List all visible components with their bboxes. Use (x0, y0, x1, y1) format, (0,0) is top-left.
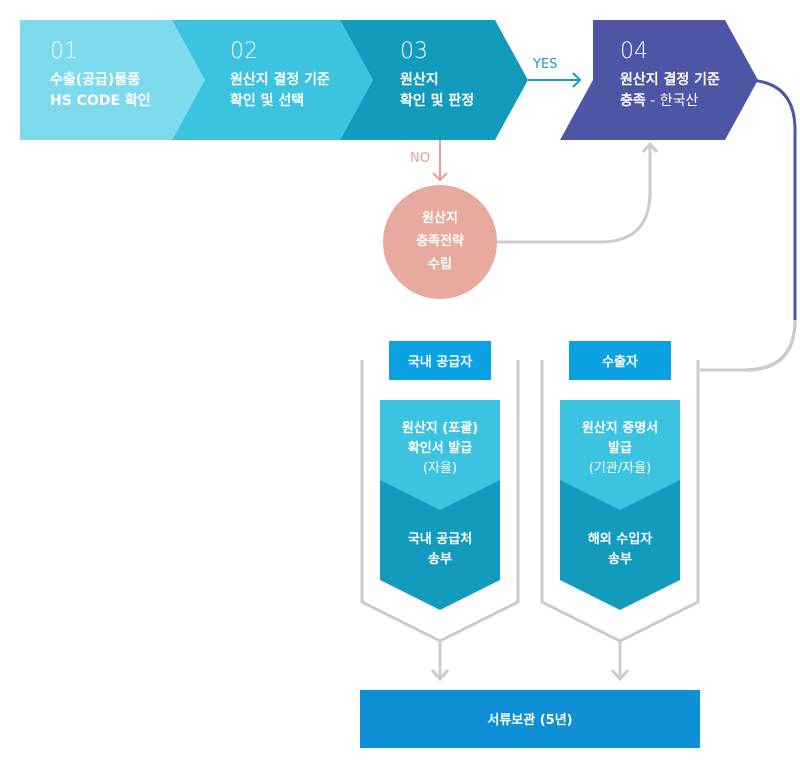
strategy-to-step04-connector (497, 145, 652, 244)
no-label: NO (410, 151, 430, 166)
domestic-box-2-line-1: 국내 공급처 (408, 531, 472, 547)
yes-arrow-head (572, 72, 582, 88)
step-04-shape (560, 20, 758, 140)
domestic-header-label: 국내 공급자 (408, 354, 472, 370)
domestic-box-1 (380, 400, 500, 510)
step-01-label: 수출(공급)물품 (50, 71, 140, 88)
exporter-box-2-line-1: 해외 수입자 (588, 531, 652, 547)
step-02-shape (172, 20, 373, 140)
step-04-label-suffix: - 한국산 (646, 93, 699, 109)
step-01-number: 01 (50, 39, 78, 64)
exporter-box-1-line-2: 발급 (608, 440, 632, 456)
step-03-number: 03 (400, 39, 428, 64)
exporter-box-1-line-3: (기관/자율) (589, 461, 651, 476)
step-02-label-2: 확인 및 선택 (230, 92, 304, 109)
strategy-line-1: 원산지 (422, 210, 458, 226)
exporter-box-1-line-1: 원산지 증명서 (582, 420, 658, 436)
strategy-to-step04-arrow-head (641, 141, 659, 153)
domestic-down-arrow-head (430, 669, 450, 682)
exporter-down-arrow-head (610, 669, 630, 682)
no-arrow-head (432, 172, 448, 182)
step-01-label-2: HS CODE 확인 (50, 92, 151, 109)
domestic-box-2-line-2: 송부 (428, 552, 452, 567)
domestic-box-1-line-2: 확인서 발급 (408, 440, 472, 456)
exporter-box-2-line-2: 송부 (608, 552, 632, 567)
exporter-box-1 (560, 400, 680, 510)
step04-to-exporter-connector-gray (700, 319, 797, 372)
domestic-box-2 (380, 480, 500, 610)
step-02-label: 원산지 결정 기준 (230, 71, 330, 88)
strategy-circle (383, 185, 497, 299)
step-03-label: 원산지 (400, 71, 439, 88)
yes-label: YES (532, 57, 557, 72)
step-02-number: 02 (230, 39, 258, 64)
domestic-box-1-line-1: 원산지 (포괄) (402, 420, 478, 436)
archive-label: 서류보관 (5년) (487, 712, 572, 728)
step-04-number: 04 (620, 39, 648, 64)
step-03-shape (340, 20, 528, 140)
domestic-box-1-line-3: (자율) (423, 461, 457, 476)
exporter-header (569, 341, 671, 380)
exporter-box-2 (560, 480, 680, 610)
step-04-label: 원산지 결정 기준 (620, 71, 720, 88)
step-04-label-strong: 충족 (620, 93, 646, 109)
archive-box (360, 690, 700, 748)
exporter-header-label: 수출자 (602, 354, 638, 370)
strategy-line-2: 충족전략 (416, 233, 464, 249)
step-03-label-2: 확인 및 판정 (400, 92, 474, 109)
step-04-label-2: 충족 - 한국산 (620, 93, 698, 109)
domestic-header (389, 341, 491, 380)
strategy-line-3: 수립 (428, 257, 452, 272)
step-01-shape (20, 20, 205, 140)
